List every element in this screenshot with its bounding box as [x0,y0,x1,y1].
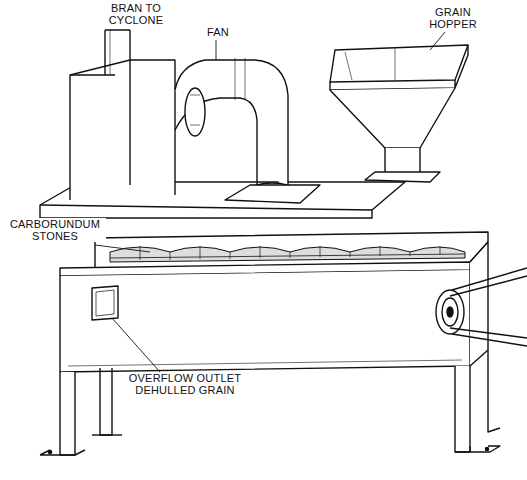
part-label: FAN [200,26,236,38]
part-label: OVERFLOW OUTLET DEHULLED GRAIN [120,372,250,396]
part-label: GRAIN HOPPER [418,6,488,30]
part-label: BRAN TO CYCLONE [96,2,176,26]
part-label: CARBORUNDUM STONES [4,218,106,242]
